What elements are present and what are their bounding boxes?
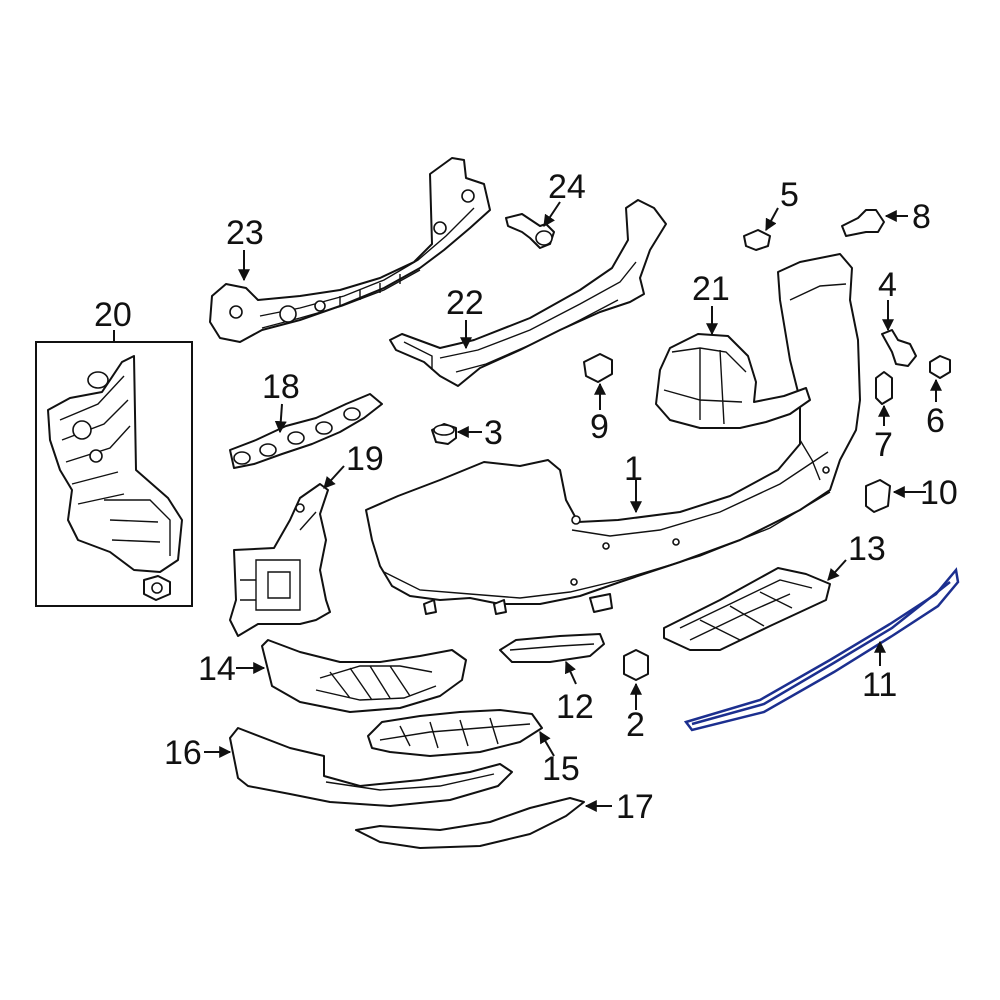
part-15-lamp[interactable] — [367, 709, 543, 757]
callout-21: 21 — [692, 270, 730, 308]
callout-labels: 1 2 3 4 5 6 7 8 9 10 11 12 13 14 15 16 1… — [94, 168, 958, 826]
callout-11: 11 — [862, 666, 897, 704]
part-12-reflector[interactable] — [499, 633, 605, 663]
callout-9: 9 — [590, 408, 609, 446]
part-13-undercover[interactable] — [663, 567, 831, 651]
part-22-absorber[interactable] — [389, 199, 667, 387]
callout-18: 18 — [262, 368, 300, 406]
callout-22: 22 — [446, 284, 484, 322]
callout-20: 20 — [94, 296, 132, 334]
part-1-bumper-cover[interactable] — [365, 253, 861, 615]
part-17-molding[interactable] — [355, 797, 585, 849]
callout-14: 14 — [198, 650, 236, 688]
part-5-clip[interactable] — [743, 229, 771, 251]
callout-6: 6 — [926, 402, 945, 440]
part-24-tow-eye[interactable] — [505, 213, 555, 249]
part-19-side-bracket[interactable] — [229, 483, 331, 637]
callout-13: 13 — [848, 530, 886, 568]
part-21-bracket[interactable] — [655, 333, 811, 429]
part-18-bracket[interactable] — [229, 393, 383, 469]
leader-lines — [204, 201, 942, 812]
part-2-nut[interactable] — [623, 649, 649, 681]
part-23-reinforcement[interactable] — [209, 157, 491, 343]
callout-7: 7 — [874, 426, 893, 464]
callout-10: 10 — [920, 474, 958, 512]
part-4-bolt[interactable] — [881, 329, 917, 367]
part-9-clip[interactable] — [583, 353, 613, 383]
part-8-bolt[interactable] — [841, 209, 885, 237]
callout-3: 3 — [484, 414, 503, 452]
part-14-garnish[interactable] — [261, 639, 467, 713]
part-11-strip[interactable] — [683, 567, 960, 732]
part-6-nut[interactable] — [929, 355, 951, 379]
callout-15: 15 — [542, 750, 580, 788]
callout-16: 16 — [164, 734, 202, 772]
callout-2: 2 — [626, 706, 645, 744]
callout-24: 24 — [548, 168, 586, 206]
part-16-lower-garnish[interactable] — [229, 727, 513, 807]
callout-17: 17 — [616, 788, 654, 826]
part-3-clip[interactable] — [431, 423, 457, 445]
callout-8: 8 — [912, 198, 931, 236]
part-20-inset[interactable] — [35, 330, 193, 607]
part-10-cap[interactable] — [865, 479, 891, 513]
callout-19: 19 — [346, 440, 384, 478]
callout-12: 12 — [556, 688, 594, 726]
part-7-clip[interactable] — [875, 371, 893, 405]
callout-5: 5 — [780, 176, 799, 214]
callout-4: 4 — [878, 266, 897, 304]
callout-23: 23 — [226, 214, 264, 252]
callout-1: 1 — [624, 450, 643, 488]
